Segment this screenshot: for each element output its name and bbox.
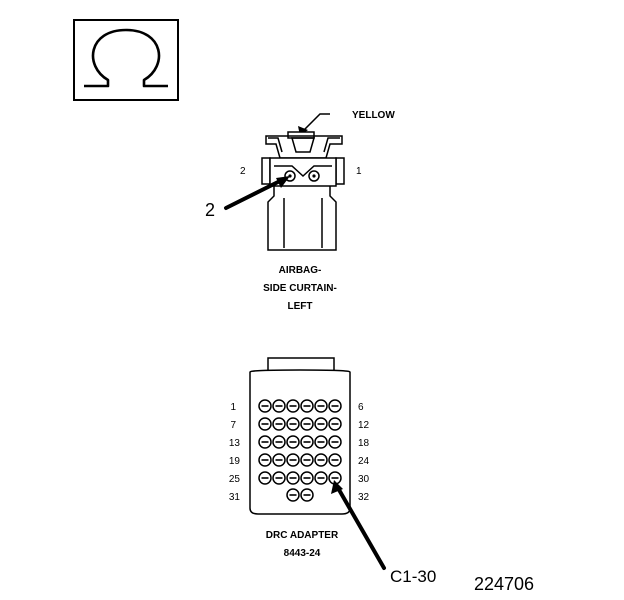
- pin-cavity-28: [300, 471, 314, 485]
- row-label-right-3: 18: [358, 438, 370, 449]
- pin-cavity-14: [272, 435, 286, 449]
- pin-label-left: 2: [240, 166, 246, 177]
- pin-cavity-21: [286, 453, 300, 467]
- pin-cavity-4: [300, 399, 314, 413]
- callout-pin-2: 2: [205, 200, 215, 220]
- pin-cavity-26: [272, 471, 286, 485]
- adapter-name: DRC ADAPTER: [266, 530, 339, 541]
- pin-cavity-29: [314, 471, 328, 485]
- pin-cavity-15: [286, 435, 300, 449]
- pin-cavity-9: [286, 417, 300, 431]
- pin-cavity-17: [314, 435, 328, 449]
- pin-cavity-11: [314, 417, 328, 431]
- pin-cavity-6: [328, 399, 342, 413]
- pin-cavity-23: [314, 453, 328, 467]
- row-label-right-1: 6: [358, 402, 364, 413]
- row-label-right-4: 24: [358, 456, 370, 467]
- pin-cavity-7: [258, 417, 272, 431]
- row-label-left-3: 13: [229, 438, 241, 449]
- row-label-left-2: 7: [230, 420, 236, 431]
- adapter-part-number: 8443-24: [284, 548, 321, 559]
- pin-cavity-3: [286, 399, 300, 413]
- pin-cavity-27: [286, 471, 300, 485]
- row-label-right-5: 30: [358, 474, 370, 485]
- pin-cavity-24: [328, 453, 342, 467]
- row-label-right-6: 32: [358, 492, 370, 503]
- pin-cavity-31: [286, 488, 300, 502]
- pin-label-right: 1: [356, 166, 362, 177]
- pin-cavity-5: [314, 399, 328, 413]
- callout-c1-30: C1-30: [390, 567, 436, 586]
- connector-name-line-3: LEFT: [288, 301, 313, 312]
- airbag-connector: YELLOW 2 1 2 AIRBAG- SIDE CURTAIN- LEFT: [205, 110, 395, 312]
- pin-cavity-10: [300, 417, 314, 431]
- pin-cavity-2: [272, 399, 286, 413]
- pin-cavity-8: [272, 417, 286, 431]
- pin-cavity-1: [258, 399, 272, 413]
- connector-name-line-1: AIRBAG-: [279, 265, 322, 276]
- row-label-left-6: 31: [229, 492, 241, 503]
- pin-cavity-22: [300, 453, 314, 467]
- pin-cavity-20: [272, 453, 286, 467]
- ohmmeter-symbol: Ω: [73, 19, 179, 101]
- row-label-left-4: 19: [229, 456, 241, 467]
- pin-cavity-18: [328, 435, 342, 449]
- figure-number: 224706: [474, 574, 534, 594]
- pin-grid: [258, 399, 342, 502]
- pin-cavity-16: [300, 435, 314, 449]
- pin-cavity-32: [300, 488, 314, 502]
- row-label-left-1: 1: [230, 402, 236, 413]
- connector-name-line-2: SIDE CURTAIN-: [263, 283, 337, 294]
- pin-cavity-19: [258, 453, 272, 467]
- row-label-left-5: 25: [229, 474, 241, 485]
- drc-adapter: 1 7 13 19 25 31 6 12 18 24 30 32 C1-30 D…: [229, 357, 436, 586]
- row-label-right-2: 12: [358, 420, 370, 431]
- pin-cavity-12: [328, 417, 342, 431]
- pin-cavity-25: [258, 471, 272, 485]
- pin-cavity-13: [258, 435, 272, 449]
- color-label: YELLOW: [352, 110, 395, 121]
